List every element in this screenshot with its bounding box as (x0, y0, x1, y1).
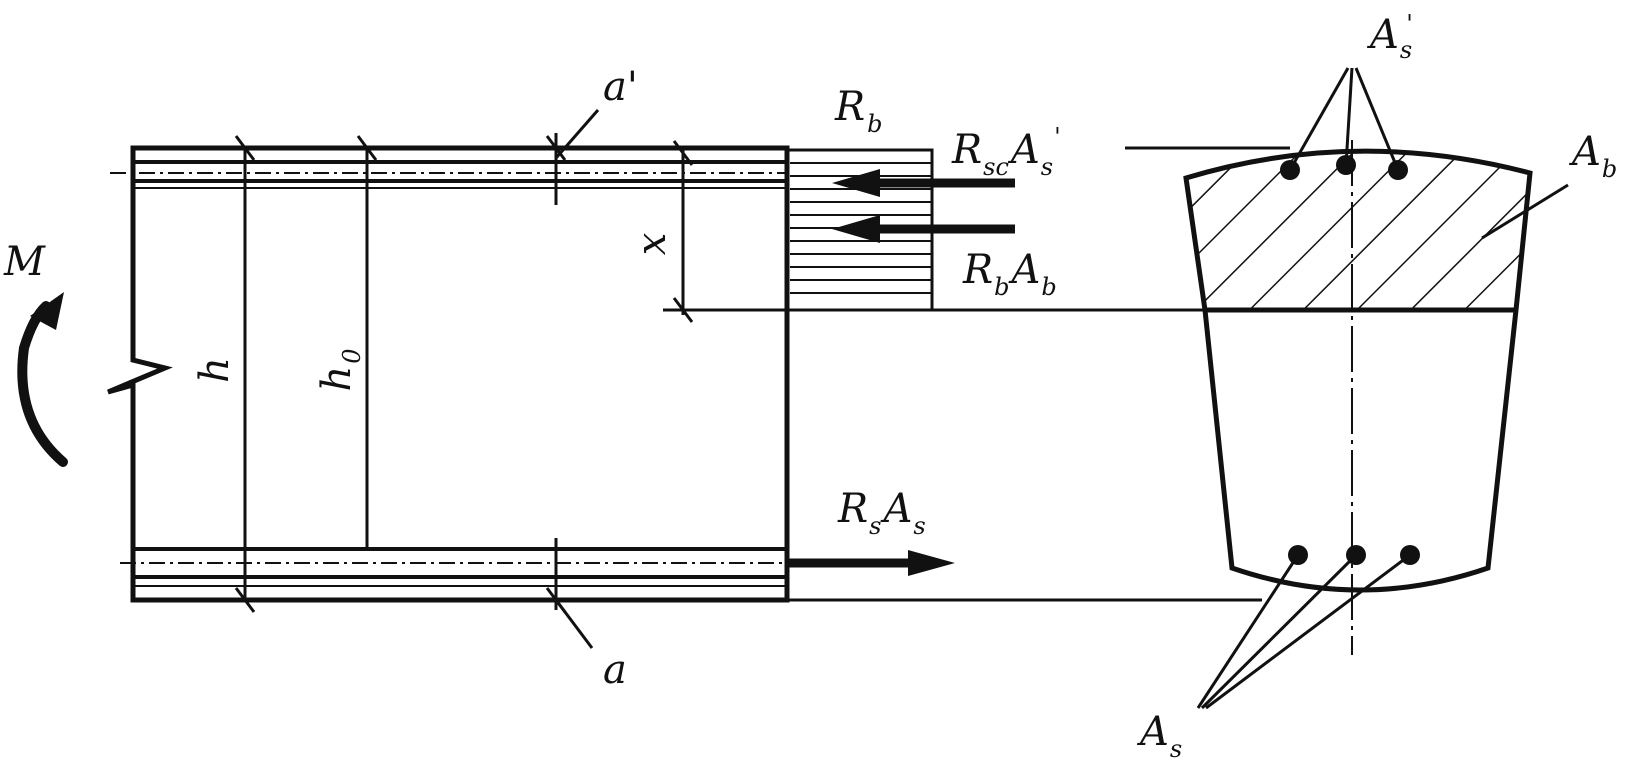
label-h0: h0 (314, 348, 366, 391)
leader-ab (1481, 183, 1569, 240)
rsas-force-arrow-head (908, 550, 955, 576)
dim-a-top-leader (554, 109, 600, 159)
beam-elevation (17, 109, 790, 649)
leader-as-bottom-1 (1196, 554, 1300, 709)
dim-h0-tick (356, 135, 378, 161)
stress-diagram (785, 148, 1015, 576)
dim-a-top-tick (545, 135, 567, 161)
label-rsc-as-prime: RscAs' (951, 123, 1061, 181)
dim-h-tick-top (234, 135, 256, 161)
dim-h-tick-bottom (234, 587, 256, 613)
cross-section (1183, 67, 1569, 710)
moment-arrow-head (30, 292, 64, 330)
rbab-force-arrow-head (832, 215, 880, 243)
dim-a-bottom-leader (554, 599, 594, 649)
leader-as-bottom-2 (1200, 553, 1358, 710)
label-rs-as: RsAs (837, 486, 926, 540)
rsc-force-arrow-head (832, 169, 880, 197)
label-ab: Ab (1568, 129, 1617, 183)
label-x: x (629, 233, 675, 256)
dim-x-tick-top (672, 140, 694, 166)
label-a-bottom: a (603, 647, 627, 693)
label-moment: M (3, 239, 46, 285)
label-h: h (192, 357, 238, 383)
label-a-top: a' (603, 64, 638, 110)
leader-as-top-3 (1354, 67, 1400, 171)
label-as-top: As' (1366, 10, 1413, 64)
label-rb-ab: RbAb (962, 247, 1057, 301)
leader-as-bottom-3 (1205, 553, 1411, 710)
label-as-bottom: As (1136, 709, 1182, 763)
leader-as-top-2 (1344, 67, 1354, 166)
leader-as-top-1 (1288, 67, 1350, 171)
label-rb: Rb (834, 84, 883, 138)
compression-zone-hatch (1186, 151, 1530, 310)
moment-arrow-arc (17, 301, 68, 467)
